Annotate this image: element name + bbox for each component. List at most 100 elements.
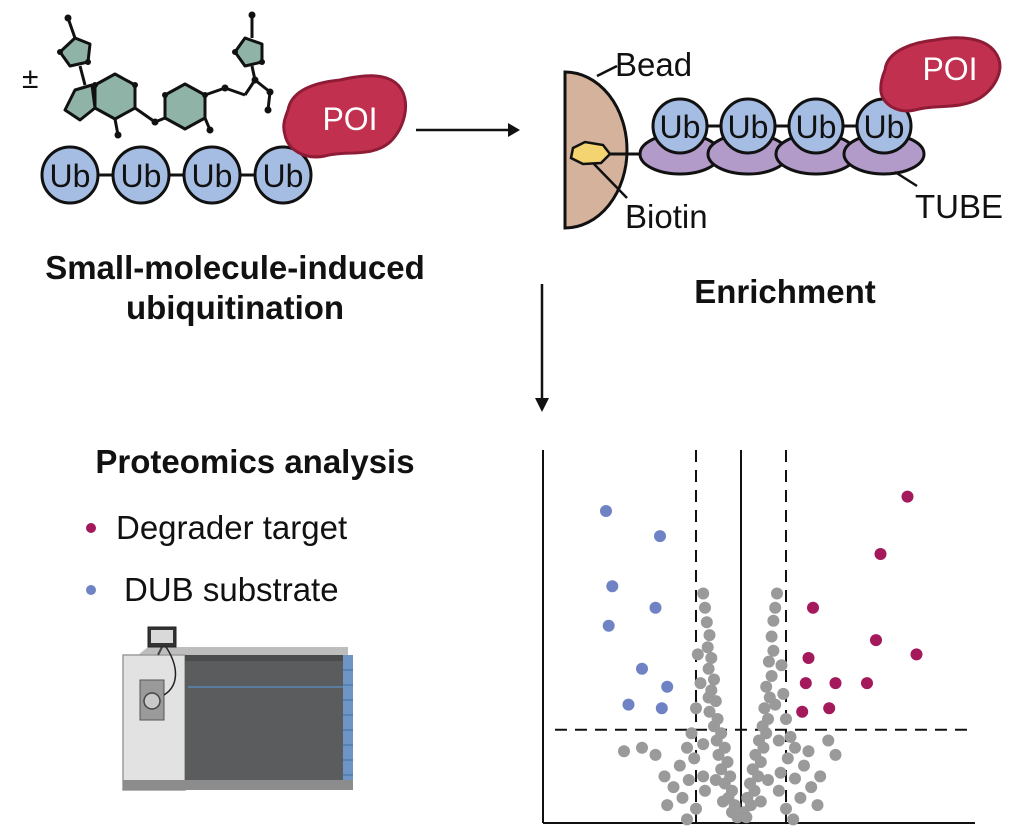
biotin-pointer bbox=[592, 162, 628, 199]
background-protein-point bbox=[767, 614, 780, 627]
degrader-target-point bbox=[796, 705, 809, 718]
background-protein-point bbox=[769, 698, 782, 711]
dub-substrate-point bbox=[622, 698, 635, 711]
degrader-target-point bbox=[901, 490, 914, 503]
svg-text:POI: POI bbox=[322, 101, 377, 137]
degrader-target-point bbox=[823, 702, 836, 715]
degrader-target-point bbox=[870, 634, 882, 647]
degrader-target-point bbox=[861, 677, 873, 690]
background-protein-point bbox=[754, 795, 767, 808]
dub-substrate-point bbox=[636, 662, 648, 675]
background-protein-point bbox=[798, 759, 810, 772]
background-protein-point bbox=[772, 784, 785, 797]
background-protein-point bbox=[752, 770, 765, 783]
background-protein-point bbox=[787, 813, 800, 826]
tube-label: TUBE bbox=[915, 188, 1003, 225]
background-protein-point bbox=[618, 745, 630, 758]
degrader-target-point bbox=[874, 548, 887, 560]
background-protein-point bbox=[636, 741, 648, 754]
background-protein-point bbox=[681, 741, 693, 754]
background-protein-point bbox=[712, 748, 725, 761]
background-protein-point bbox=[658, 770, 671, 783]
background-protein-point bbox=[701, 641, 714, 654]
background-protein-point bbox=[794, 791, 807, 804]
background-protein-point bbox=[676, 791, 689, 804]
ub-bubble: Ub bbox=[40, 145, 100, 205]
ub-bubble: Ub bbox=[651, 97, 709, 155]
legend-label: DUB substrate bbox=[124, 571, 339, 608]
background-protein-point bbox=[780, 802, 792, 815]
ub-bubble: Ub bbox=[855, 97, 913, 155]
svg-text:Ub: Ub bbox=[728, 109, 769, 145]
background-protein-point bbox=[765, 630, 778, 643]
background-protein-point bbox=[673, 759, 686, 772]
svg-text:Ub: Ub bbox=[263, 158, 304, 194]
dub-substrate-point bbox=[606, 580, 619, 593]
background-protein-point bbox=[661, 799, 674, 812]
background-protein-point bbox=[765, 670, 778, 682]
arrow-down-icon bbox=[535, 284, 549, 412]
ub-chain-left: Ub Ub Ub Ub bbox=[40, 145, 313, 205]
background-protein-point bbox=[699, 784, 711, 797]
legend-item-dub: DUB substrate bbox=[86, 570, 339, 610]
dub-substrate-point bbox=[661, 680, 674, 693]
background-protein-point bbox=[758, 702, 771, 715]
arrow-right-icon bbox=[416, 123, 520, 137]
background-protein-point bbox=[802, 745, 815, 758]
background-protein-point bbox=[702, 691, 715, 704]
background-protein-point bbox=[697, 738, 710, 751]
dub-substrate-point bbox=[655, 702, 668, 715]
background-protein-point bbox=[789, 772, 801, 785]
background-protein-point bbox=[757, 741, 770, 754]
background-protein-point bbox=[774, 766, 787, 779]
svg-text:Ub: Ub bbox=[796, 109, 837, 145]
background-protein-point bbox=[754, 756, 767, 768]
background-protein-point bbox=[690, 802, 702, 815]
background-protein-point bbox=[822, 734, 835, 747]
tube-pointer bbox=[894, 170, 918, 188]
bead-label: Bead bbox=[615, 46, 692, 83]
background-protein-point bbox=[710, 734, 723, 747]
proteomics-heading: Proteomics analysis bbox=[95, 443, 415, 480]
background-protein-point bbox=[699, 601, 711, 614]
dub-substrate-point bbox=[602, 619, 615, 632]
background-protein-point bbox=[762, 774, 774, 786]
ubiquitination-schematic: ± Ub Ub bbox=[22, 11, 407, 205]
dub-substrate-point bbox=[654, 530, 666, 543]
legend-item-degrader: Degrader target bbox=[86, 508, 347, 548]
ub-bubble: Ub bbox=[719, 97, 777, 155]
svg-text:Ub: Ub bbox=[50, 158, 91, 194]
ubiquitination-heading: Small-molecule-induced ubiquitination bbox=[45, 249, 425, 326]
background-protein-point bbox=[681, 813, 693, 826]
background-protein-point bbox=[702, 662, 715, 675]
background-protein-point bbox=[682, 774, 695, 786]
ub-bubble: Ub bbox=[787, 97, 845, 155]
background-protein-point bbox=[789, 741, 801, 754]
background-protein-point bbox=[781, 752, 794, 765]
background-protein-point bbox=[760, 680, 773, 693]
volcano-plot bbox=[542, 450, 975, 826]
svg-text:Ub: Ub bbox=[121, 158, 162, 194]
background-protein-point bbox=[772, 734, 785, 747]
background-protein-point bbox=[705, 652, 718, 664]
background-protein-point bbox=[685, 727, 698, 740]
svg-text:Ub: Ub bbox=[864, 109, 905, 145]
plot-points bbox=[600, 490, 923, 826]
background-protein-point bbox=[709, 774, 722, 786]
background-protein-point bbox=[814, 770, 827, 783]
background-protein-point bbox=[694, 677, 707, 690]
background-protein-point bbox=[697, 770, 710, 783]
ub-bubble: Ub bbox=[111, 145, 171, 205]
background-protein-point bbox=[700, 616, 713, 629]
enrichment-heading: Enrichment bbox=[694, 273, 876, 310]
background-protein-point bbox=[703, 705, 716, 718]
background-protein-point bbox=[697, 587, 710, 600]
background-protein-point bbox=[690, 702, 702, 715]
poi-blob-right: POI bbox=[879, 36, 1002, 113]
background-protein-point bbox=[708, 673, 720, 686]
ub-chain-right: Ub Ub Ub Ub bbox=[651, 97, 913, 155]
small-molecule bbox=[58, 15, 272, 136]
degrader-target-point bbox=[807, 601, 819, 614]
degrader-target-point bbox=[802, 652, 815, 664]
svg-text:POI: POI bbox=[922, 51, 977, 87]
